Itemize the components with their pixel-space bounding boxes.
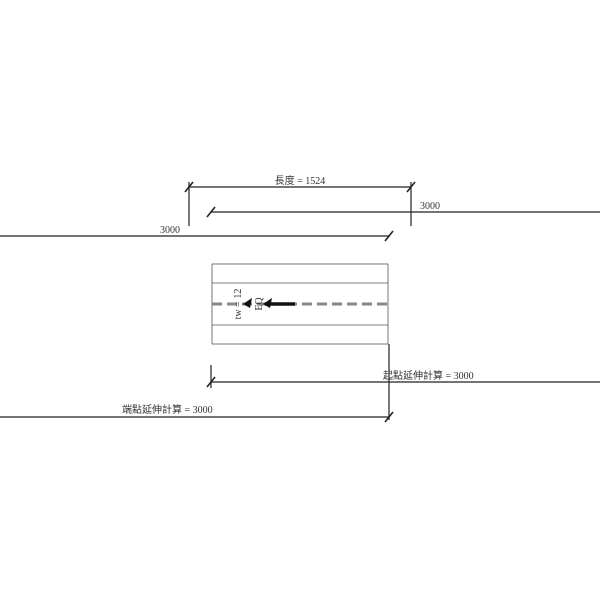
length-label: 長度 = 1524 xyxy=(275,174,326,187)
end-ext-label: 端點延伸計算 = 3000 xyxy=(122,403,213,416)
tick-marks xyxy=(184,181,416,423)
top-left-ext-label: 3000 xyxy=(160,225,180,236)
eq-arrow-right xyxy=(263,298,272,308)
start-ext-label: 起點延伸計算 = 3000 xyxy=(383,369,474,382)
tw-label: tw = 12 xyxy=(233,289,244,320)
eq-label: EQ xyxy=(254,297,265,311)
eq-arrow-left xyxy=(243,298,252,308)
top-right-ext-label: 3000 xyxy=(420,201,440,212)
